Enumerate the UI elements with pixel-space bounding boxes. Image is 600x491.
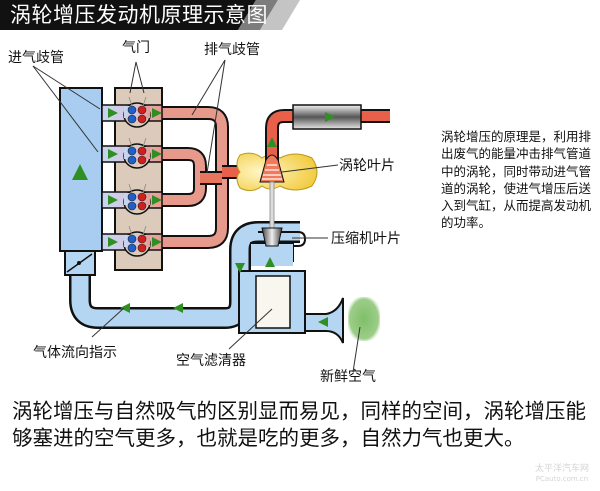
watermark: 太平洋汽车网 PCauto.com.cn — [535, 464, 589, 484]
exhaust-valve — [137, 146, 147, 156]
intake-valve — [127, 234, 137, 244]
flow-arrows — [72, 108, 335, 327]
compressor-wheel — [261, 227, 283, 247]
watermark-line2: PCauto.com.cn — [535, 475, 589, 483]
intake-valve — [127, 114, 137, 124]
exhaust-valve — [137, 201, 147, 211]
flow-arrow — [325, 112, 335, 122]
summary-text: 涡轮增压与自然吸气的区别显而易见，同样的空间，涡轮增压能够塞进的空气更多，也就是… — [12, 399, 586, 450]
label-compressor-blade: 压缩机叶片 — [331, 231, 401, 247]
flow-arrow — [152, 195, 162, 205]
turbo-shaft — [269, 181, 275, 229]
flow-arrow — [152, 108, 162, 118]
flow-arrow — [318, 317, 328, 327]
flow-arrow — [108, 149, 118, 159]
flow-arrow — [267, 137, 277, 147]
flow-arrow — [265, 257, 275, 267]
cylinders — [101, 96, 163, 257]
intake-pipe — [69, 221, 307, 329]
title-bar-stripe-dark — [238, 0, 278, 30]
cylinder-3 — [101, 183, 163, 215]
intake-valve — [127, 105, 137, 115]
leader-lines — [32, 59, 361, 373]
exhaust-valve — [137, 105, 147, 115]
title-bar-background — [0, 0, 256, 30]
flow-arrow — [108, 237, 118, 247]
flow-arrow — [173, 303, 183, 313]
watermark-line1: 太平洋汽车网 — [535, 464, 590, 474]
exhaust-valve — [137, 243, 147, 253]
principle-description: 涡轮增压的原理是，利用排出废气的能量冲击排气管道中的涡轮，同时带动进气管道的涡轮… — [441, 129, 592, 231]
label-exhaust-manifold: 排气歧管 — [204, 42, 260, 58]
flow-arrow — [72, 164, 88, 180]
title-bar-stripe-light — [260, 0, 300, 30]
flow-arrow — [120, 303, 130, 313]
intake-valve — [127, 243, 137, 253]
air-filter — [238, 242, 344, 344]
cylinder-2 — [101, 137, 163, 169]
exhaust-valve — [137, 234, 147, 244]
label-air-filter: 空气滤清器 — [176, 353, 246, 369]
label-flow-indicator: 气体流向指示 — [33, 345, 117, 361]
label-intake-manifold: 进气歧管 — [8, 50, 64, 66]
intake-valve — [127, 155, 137, 165]
cylinder-4 — [101, 225, 163, 257]
flow-arrow — [108, 108, 118, 118]
cylinder-1 — [101, 96, 163, 128]
intake-valve — [127, 201, 137, 211]
label-valves: 气门 — [122, 40, 150, 56]
fresh-air-cloud — [348, 297, 380, 341]
label-turbine-blade: 涡轮叶片 — [339, 158, 395, 174]
intake-valve — [127, 192, 137, 202]
title-bar — [0, 0, 300, 30]
flow-arrow — [108, 195, 118, 205]
flow-arrow — [235, 263, 245, 273]
exhaust-valve — [137, 114, 147, 124]
intake-valve — [127, 146, 137, 156]
flow-arrow — [152, 149, 162, 159]
page-title: 涡轮增压发动机原理示意图 — [10, 3, 268, 27]
exhaust-valve — [137, 192, 147, 202]
exhaust-valve — [137, 155, 147, 165]
label-fresh-air: 新鲜空气 — [320, 369, 376, 385]
filter-element — [255, 275, 291, 329]
flow-arrow — [152, 237, 162, 247]
